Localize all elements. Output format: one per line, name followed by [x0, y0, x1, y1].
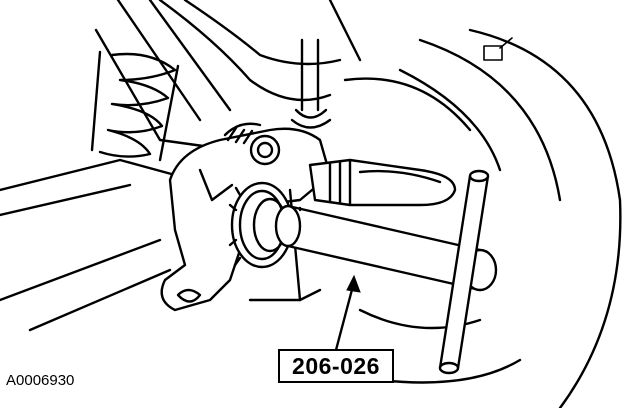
corner-symbol	[483, 37, 513, 61]
tool-callout-label: 206-026	[278, 349, 394, 383]
hose-fitting	[308, 158, 457, 207]
figure-id-label: A0006930	[6, 372, 75, 389]
vertical-tube	[290, 38, 332, 129]
callout-leader	[334, 274, 361, 352]
subframe-lines	[0, 0, 472, 332]
tool-t-handle	[438, 169, 490, 375]
wheel-arch	[358, 28, 622, 408]
coil-spring	[90, 50, 180, 162]
